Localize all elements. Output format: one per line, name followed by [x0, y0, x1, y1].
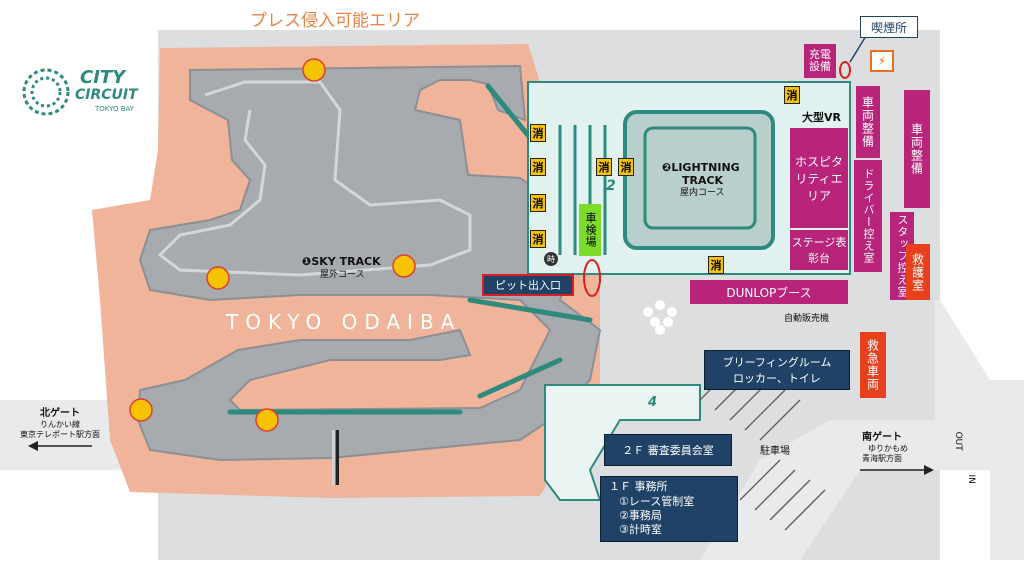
vehicle-maintenance-2: 車両整備	[904, 90, 930, 208]
extinguisher-icon: 消	[530, 124, 546, 142]
pit-entrance-label: ピット出入口	[482, 274, 574, 296]
sky-track-title: SKY TRACK	[311, 255, 381, 268]
charge-station: 充電設備	[804, 44, 836, 78]
office-line1: １Ｆ 事務所	[609, 480, 668, 494]
plaza-circles	[643, 300, 677, 335]
first-aid-room: 救護室	[906, 244, 930, 300]
office-line4: ③計時室	[619, 523, 662, 537]
lightning-track	[623, 110, 775, 250]
north-gate-arrowhead-icon	[28, 441, 38, 451]
extinguisher-icon: 消	[784, 86, 800, 104]
pit-entrance-marker	[583, 259, 601, 297]
lightning-track-sub: 屋内コース	[680, 188, 725, 198]
dunlop-booth: DUNLOPブース	[690, 280, 848, 304]
smoking-callout-line	[849, 35, 867, 63]
stage-podium: ステージ表彰台	[790, 230, 848, 270]
north-gate-line1: りんかい線	[40, 420, 80, 429]
smoking-label: 喫煙所	[860, 16, 918, 38]
extinguisher-icon: 消	[530, 194, 546, 212]
judges-room: ２Ｆ 審査委員会室	[604, 434, 732, 466]
briefing-line1: ブリーフィングルーム	[722, 356, 832, 369]
extinguisher-icon: 消	[530, 230, 546, 248]
sky-track-sub: 屋外コース	[320, 270, 365, 280]
sky-track-name: ❶SKY TRACK	[302, 255, 381, 269]
south-gate-arrowhead-icon	[924, 465, 934, 475]
track-kerb-line	[157, 80, 472, 277]
road-in-label: IN	[965, 474, 976, 484]
pit-lanes	[558, 125, 607, 255]
south-gate-line2: 青海駅方面	[862, 454, 902, 463]
smoking-marker	[839, 61, 851, 79]
power-icon: ⚡	[870, 50, 894, 72]
hospitality-area: ホスピタリティエリア	[790, 128, 848, 228]
logo-line1: CITY	[80, 67, 126, 88]
extinguisher-icon: 消	[618, 158, 634, 176]
extinguisher-icon: 消	[596, 158, 612, 176]
clock-icon: 時	[544, 252, 558, 266]
sky-track-marker: ❶	[302, 255, 312, 268]
office-line2: ①レース管制室	[619, 494, 695, 508]
logo-ring-icon	[22, 68, 70, 116]
north-gate-name: 北ゲート	[40, 408, 80, 419]
road	[700, 300, 1024, 560]
lane-number: 2	[606, 178, 616, 194]
lightning-marker: ❷	[662, 161, 672, 174]
ambulance: 救急車両	[860, 332, 886, 398]
south-gate-name: 南ゲート	[862, 432, 902, 443]
lane-number: 4	[648, 395, 658, 410]
logo-line3: TOKYO BAY	[95, 105, 135, 113]
driver-room: ドライバー控え室	[854, 160, 882, 272]
ground-text: TOKYO ODAIBA	[226, 310, 462, 334]
logo-line2: CIRCUIT	[75, 87, 138, 103]
checkered-line-white	[332, 430, 336, 485]
briefing-room: ブリーフィングルーム ロッカー、トイレ	[704, 350, 850, 390]
briefing-line2: ロッカー、トイレ	[733, 372, 821, 385]
vending-label: 自動販売機	[784, 314, 830, 324]
south-gate-line1: ゆりかもめ	[868, 444, 908, 453]
press-area-label: プレス侵入可能エリア	[250, 11, 420, 31]
vehicle-maintenance-1: 車両整備	[856, 86, 880, 158]
office: １Ｆ 事務所 ①レース管制室 ②事務局 ③計時室	[600, 476, 738, 542]
lightning-title-1: LIGHTNING	[671, 161, 740, 174]
parking-label: 駐車場	[760, 446, 790, 457]
inspection-area: 車検場	[579, 204, 601, 256]
lightning-track-name-2: TRACK	[682, 174, 724, 187]
vr-label: 大型VR	[802, 111, 841, 124]
lightning-track-inner	[643, 126, 757, 230]
extinguisher-icon: 消	[530, 158, 546, 176]
sky-track-surface	[136, 64, 602, 462]
extinguisher-icon: 消	[708, 256, 724, 274]
press-marker-icon	[129, 58, 416, 432]
north-gate-line2: 東京テレポート駅方面	[20, 430, 100, 439]
office-line3: ②事務局	[619, 509, 662, 522]
lightning-track-name: ❷LIGHTNING	[662, 161, 740, 175]
road-out-label: OUT	[952, 431, 963, 451]
